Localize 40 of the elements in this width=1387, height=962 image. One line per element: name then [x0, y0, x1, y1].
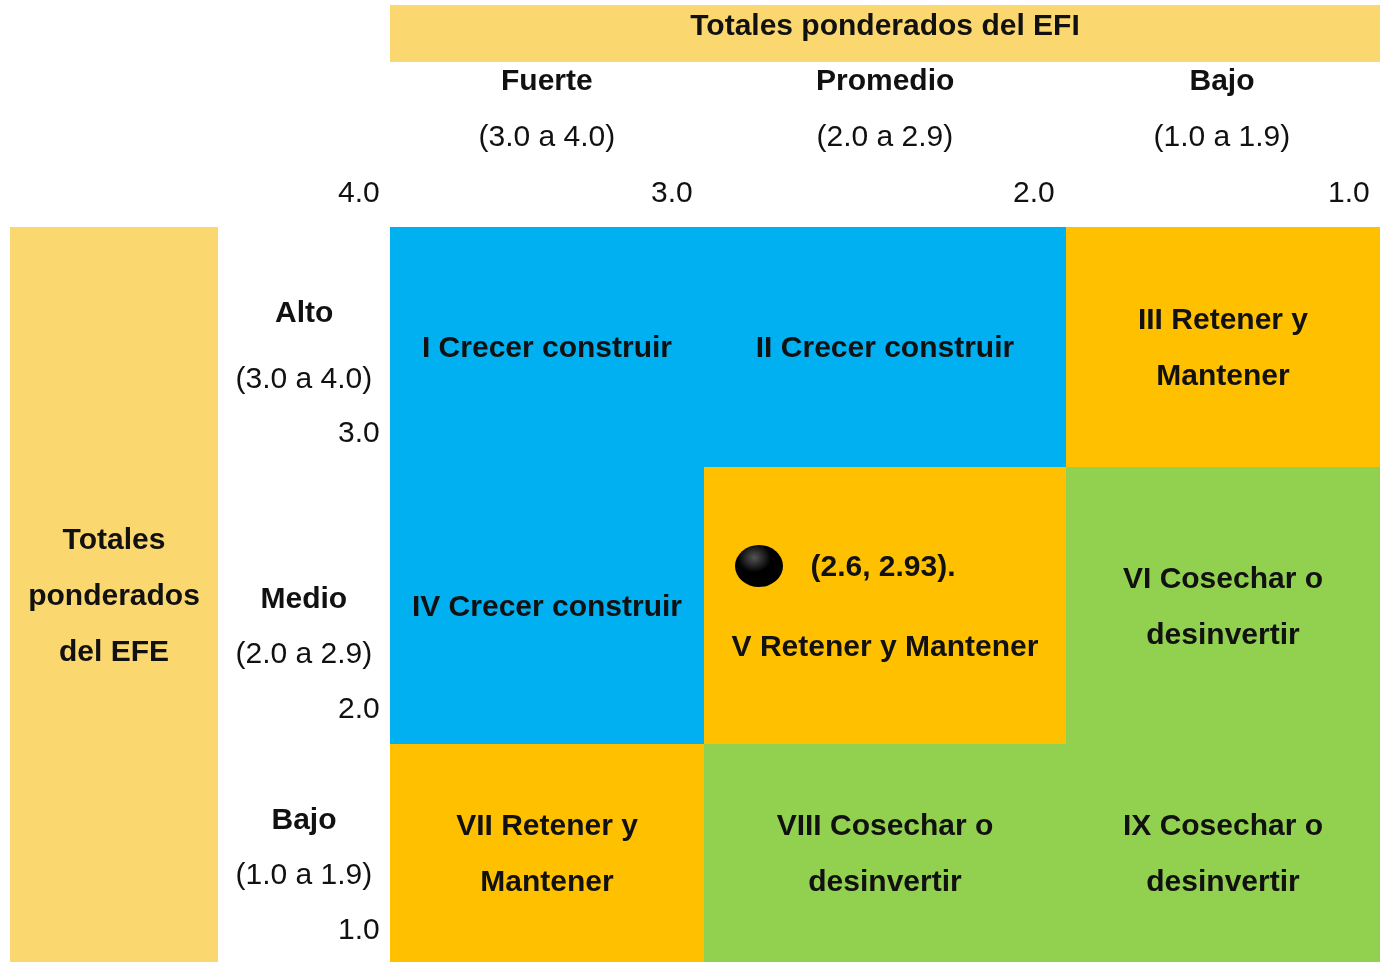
tick-label: 1.0: [1328, 175, 1370, 209]
data-point-label: (2.6, 2.93).: [810, 547, 956, 584]
column-header: Bajo: [1189, 63, 1255, 97]
tick-label: 3.0: [651, 175, 693, 209]
tick-label: 1.0: [338, 912, 380, 946]
quadrant-label: VII Retener y Mantener: [455, 807, 639, 899]
quadrant-label: IV Crecer construir: [411, 587, 683, 624]
quadrant-label: II Crecer construir: [755, 329, 1015, 365]
column-header: Promedio: [816, 63, 955, 97]
axis-title: Totales ponderados del EFI: [690, 7, 1080, 43]
tick-label: 2.0: [338, 691, 380, 725]
row-header: Alto: [275, 295, 334, 329]
range-label: (3.0 a 4.0): [235, 361, 373, 395]
header-band: [10, 227, 218, 962]
quadrant-label: IX Cosechar o desinvertir: [1121, 807, 1325, 899]
axis-title: Totales ponderados del EFE: [27, 520, 201, 669]
range-label: (1.0 a 1.9): [1153, 119, 1291, 153]
matrix-cell: [1066, 467, 1380, 744]
matrix-cell: [390, 467, 704, 744]
matrix-cell: [704, 227, 1066, 467]
quadrant-label: I Crecer construir: [421, 329, 673, 365]
tick-label: 2.0: [1013, 175, 1055, 209]
matrix-cell: [1066, 227, 1380, 467]
range-label: (3.0 a 4.0): [478, 119, 616, 153]
quadrant-label: VIII Cosechar o desinvertir: [775, 807, 995, 899]
row-header: Medio: [260, 581, 348, 615]
tick-label: 4.0: [338, 175, 380, 209]
quadrant-label: III Retener y Mantener: [1136, 301, 1310, 393]
quadrant-label: VI Cosechar o desinvertir: [1121, 559, 1325, 652]
matrix-cell: [390, 744, 704, 962]
row-header: Bajo: [271, 802, 337, 836]
range-label: (1.0 a 1.9): [235, 857, 373, 891]
matrix-cell: [704, 467, 1066, 744]
matrix-cell: [704, 744, 1066, 962]
tick-label: 3.0: [338, 415, 380, 449]
quadrant-label: V Retener y Mantener: [731, 627, 1039, 664]
header-band: [390, 5, 1380, 62]
range-label: (2.0 a 2.9): [235, 636, 373, 670]
column-header: Fuerte: [501, 63, 593, 97]
range-label: (2.0 a 2.9): [816, 119, 954, 153]
